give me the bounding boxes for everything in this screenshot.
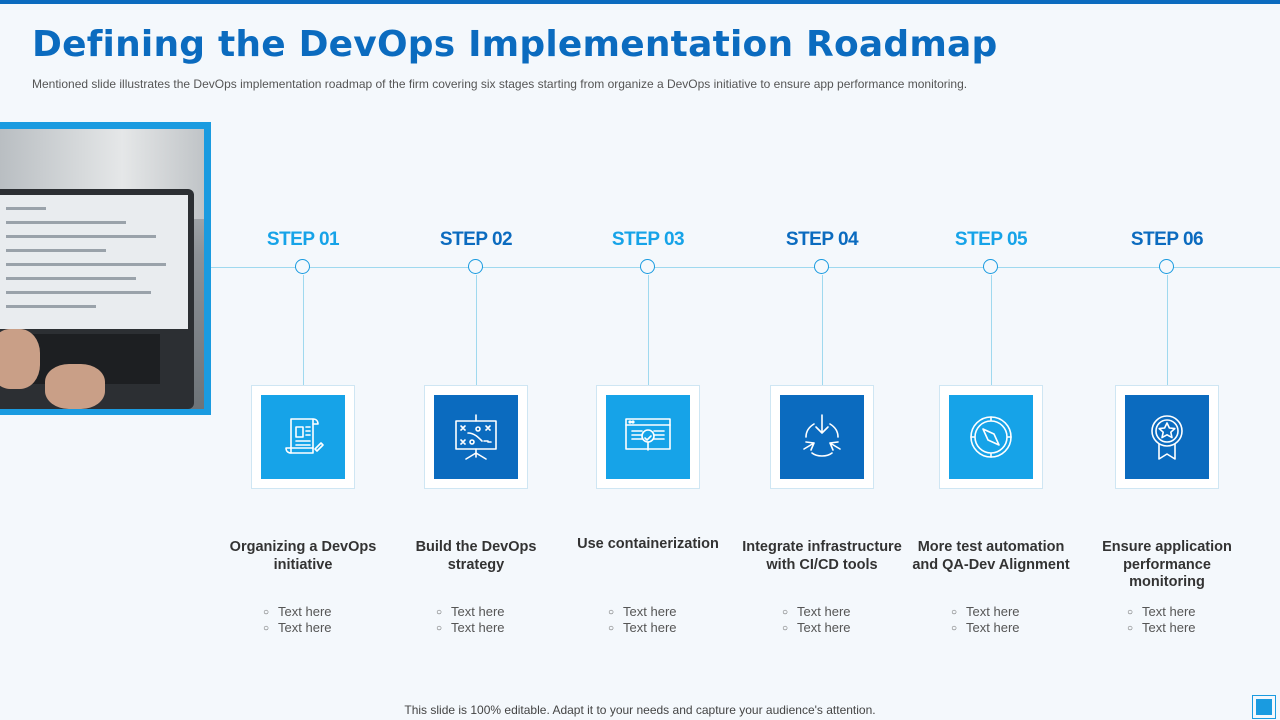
step-title: Organizing a DevOps initiative: [229, 539, 377, 573]
step-label: STEP 01: [266, 229, 340, 250]
connector-line: [1167, 275, 1168, 386]
step-bullets: Text hereText here: [782, 604, 902, 636]
bullet-item: Text here: [782, 604, 902, 620]
timeline-line: [211, 267, 1280, 268]
step-icon-card: [1115, 385, 1219, 489]
step-bullets: Text hereText here: [951, 604, 1071, 636]
page-subtitle: Mentioned slide illustrates the DevOps i…: [32, 77, 968, 91]
bullet-item: Text here: [436, 620, 556, 636]
bullet-item: Text here: [951, 620, 1071, 636]
connector-line: [648, 275, 649, 386]
connector-line: [822, 275, 823, 386]
connector-line: [991, 275, 992, 386]
step-bullets: Text hereText here: [263, 604, 383, 636]
laptop-photo: [0, 129, 204, 409]
step-title: Ensure application performance monitorin…: [1102, 539, 1232, 590]
bullet-item: Text here: [951, 604, 1071, 620]
web-search-icon: [625, 418, 671, 451]
timeline-node: [814, 259, 829, 274]
bullet-item: Text here: [1127, 620, 1247, 636]
compass-icon: [970, 416, 1012, 458]
step-label: STEP 03: [611, 229, 685, 250]
step-icon-card: [424, 385, 528, 489]
document-scroll-icon: [285, 418, 324, 454]
strategy-board-icon: [455, 414, 497, 460]
step-label: STEP 04: [785, 229, 859, 250]
step-bullets: Text hereText here: [608, 604, 728, 636]
step-bullets: Text hereText here: [436, 604, 556, 636]
step-title: Integrate infrastructure with CI/CD tool…: [742, 539, 902, 573]
step-title: More test automation and QA-Dev Alignmen…: [912, 539, 1070, 573]
bullet-item: Text here: [263, 620, 383, 636]
step-title: Build the DevOps strategy: [415, 539, 537, 573]
bullet-item: Text here: [1127, 604, 1247, 620]
step-icon-card: [596, 385, 700, 489]
connector-line: [303, 275, 304, 386]
corner-marker: [1252, 695, 1276, 719]
step-title: Use containerization: [577, 536, 719, 552]
integration-arrows-icon: [803, 414, 841, 457]
timeline-node: [1159, 259, 1174, 274]
step-icon-card: [939, 385, 1043, 489]
bullet-item: Text here: [608, 604, 728, 620]
step-label: STEP 06: [1130, 229, 1204, 250]
top-accent-bar: [0, 0, 1280, 4]
award-badge-icon: [1151, 415, 1183, 460]
bullet-item: Text here: [436, 604, 556, 620]
timeline-node: [468, 259, 483, 274]
timeline-node: [983, 259, 998, 274]
step-icon-card: [770, 385, 874, 489]
footer-note: This slide is 100% editable. Adapt it to…: [404, 703, 876, 717]
step-bullets: Text hereText here: [1127, 604, 1247, 636]
bullet-item: Text here: [263, 604, 383, 620]
timeline-node: [640, 259, 655, 274]
step-icon-card: [251, 385, 355, 489]
bullet-item: Text here: [782, 620, 902, 636]
timeline-node: [295, 259, 310, 274]
step-label: STEP 05: [954, 229, 1028, 250]
step-label: STEP 02: [439, 229, 513, 250]
page-title: Defining the DevOps Implementation Roadm…: [32, 24, 998, 65]
connector-line: [476, 275, 477, 386]
bullet-item: Text here: [608, 620, 728, 636]
